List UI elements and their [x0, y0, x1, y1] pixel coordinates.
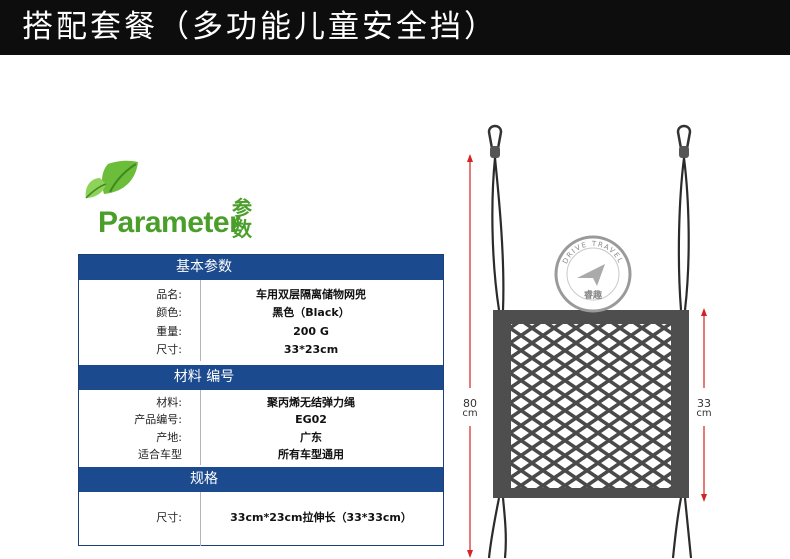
spec-table: 基本参数 品名: 车用双层隔离储物网兜 颜色: 黑色（Black） 重量: 20… [78, 254, 444, 546]
dimension-net [701, 308, 707, 502]
banner-title: 搭配套餐（多功能儿童安全挡） [22, 9, 498, 45]
hook-left [487, 124, 503, 158]
logo-cn-text: 参数 [232, 196, 252, 241]
page-banner: 搭配套餐（多功能儿童安全挡） [0, 0, 790, 55]
cargo-net-image [467, 124, 707, 558]
table-row: 尺寸: 33*23cm [156, 343, 339, 356]
dimension-net-label: 33 cm [696, 397, 712, 419]
badge-cn-text: 睿趣 [584, 289, 603, 301]
table-row: 尺寸: 33cm*23cm拉伸长（33*33cm） [156, 511, 412, 524]
hook-right [676, 124, 692, 158]
table-row: 适合车型 所有车型通用 [138, 448, 344, 461]
brand-badge: DRIVE TRAVEL 睿趣 [554, 235, 632, 313]
column-divider [200, 280, 201, 361]
column-divider [200, 390, 201, 465]
parameter-logo: Parameter 参数 [76, 158, 276, 248]
section-header-basic: 基本参数 [79, 255, 443, 280]
table-row: 品名: 车用双层隔离储物网兜 [156, 288, 366, 301]
table-row: 重量: 200 G [156, 325, 329, 338]
paper-plane-icon [577, 264, 605, 286]
table-row: 产品编号: EG02 [134, 413, 327, 426]
logo-text: Parameter [98, 206, 241, 239]
dimension-total-label: 80 cm [462, 397, 478, 419]
table-row: 产地: 广东 [156, 431, 322, 444]
section-header-size: 规格 [79, 467, 443, 492]
table-row: 颜色: 黑色（Black） [156, 306, 350, 319]
section-header-material: 材料 编号 [79, 365, 443, 390]
leaf-icon [85, 160, 138, 199]
column-divider [200, 492, 201, 546]
table-row: 材料: 聚丙烯无结弹力绳 [156, 396, 355, 409]
dimension-total [467, 154, 473, 558]
